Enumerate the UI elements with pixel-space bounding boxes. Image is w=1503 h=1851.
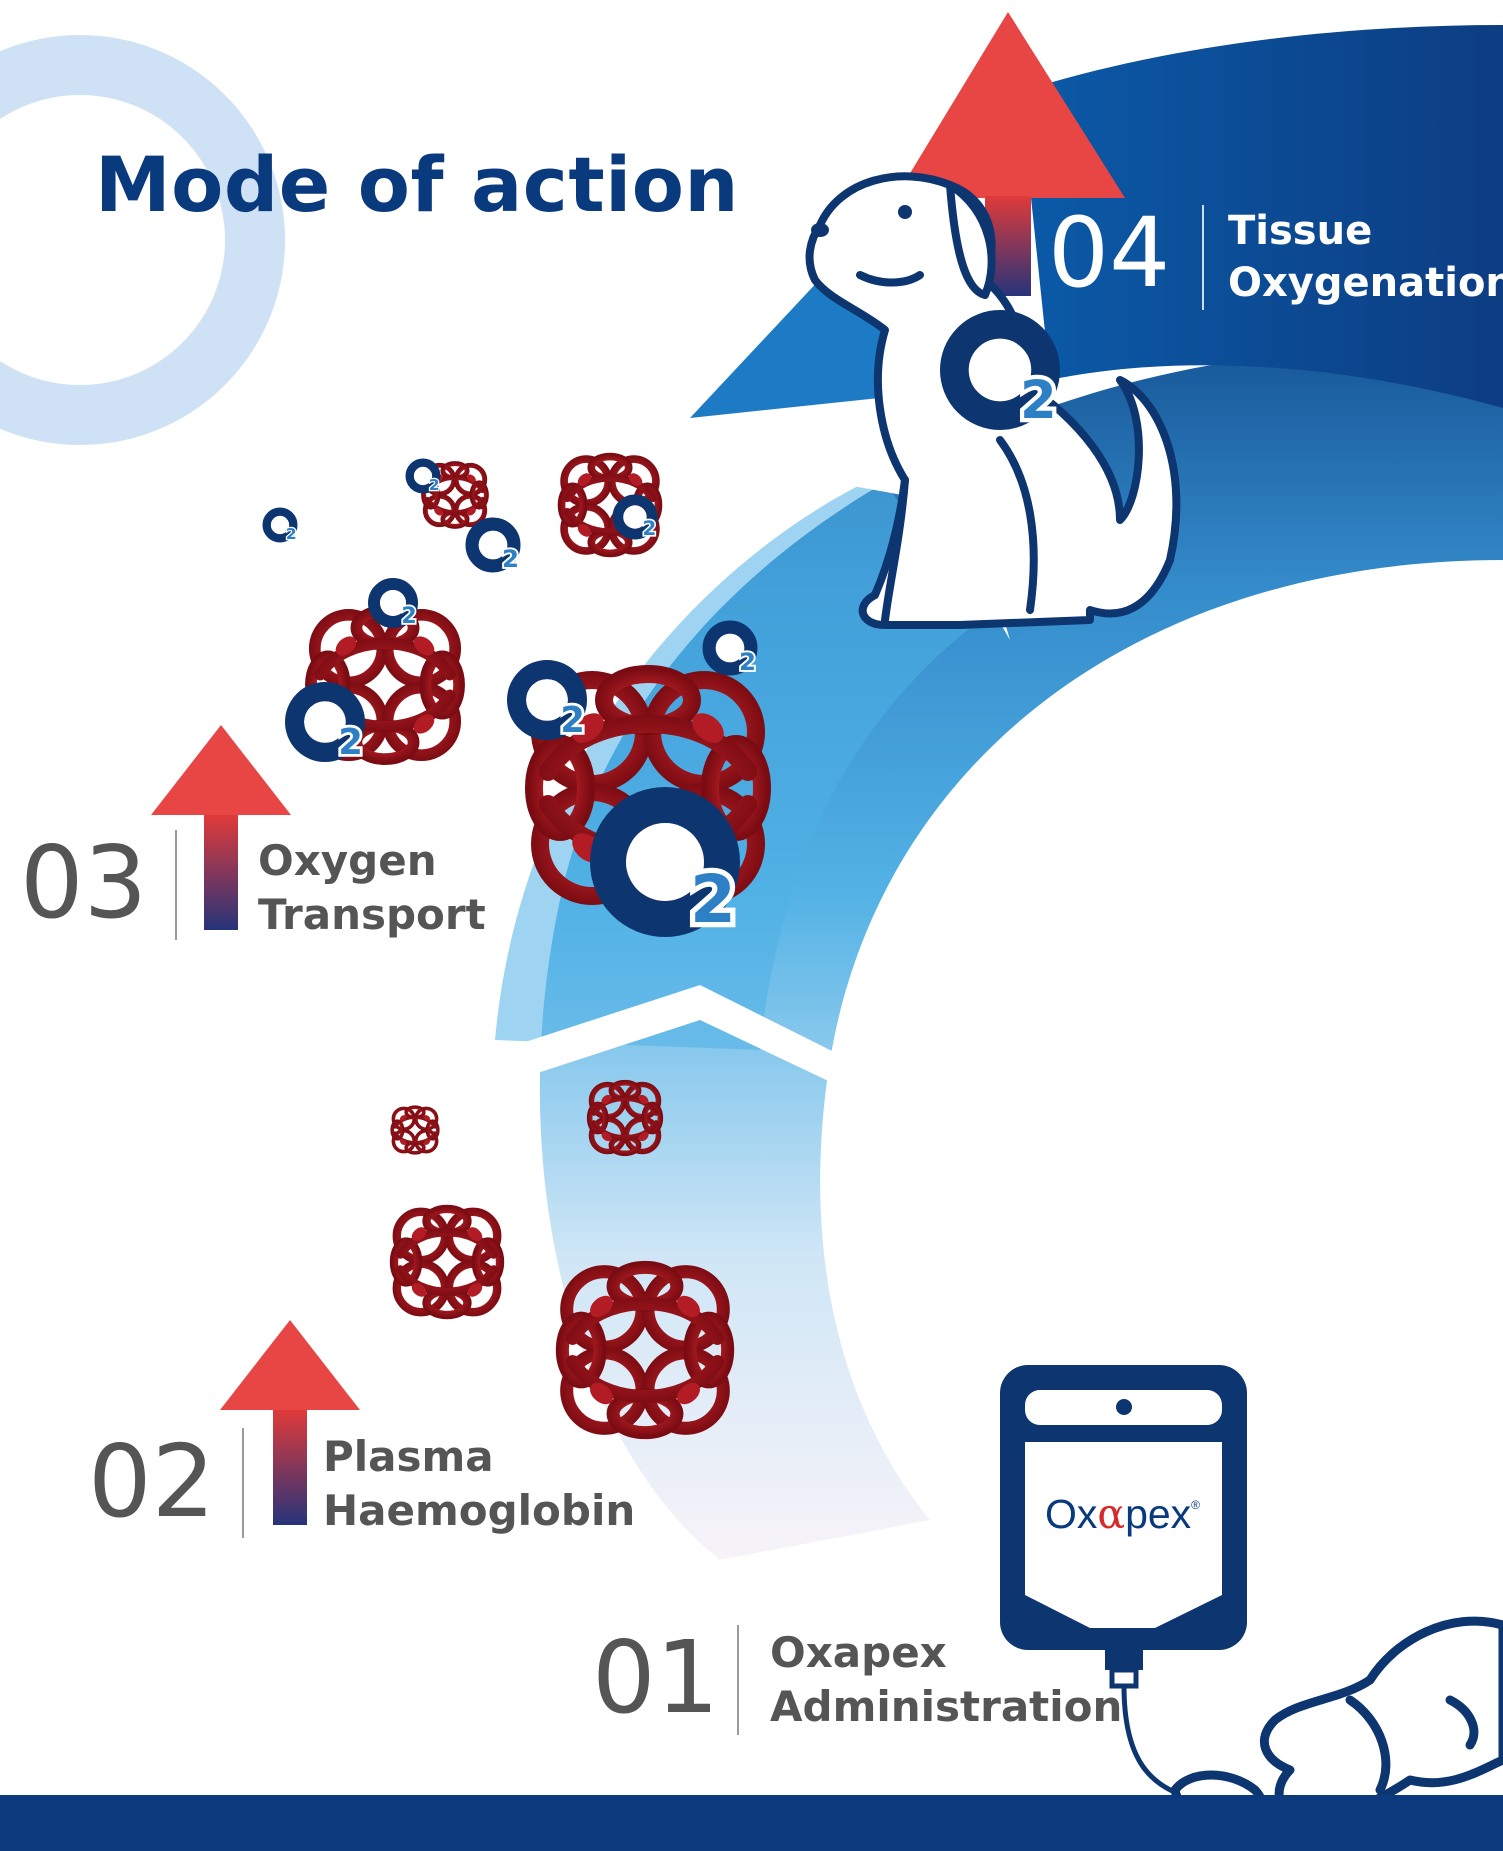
- step-label-line1: Plasma: [323, 1432, 494, 1481]
- registered-mark: ®: [1191, 1498, 1201, 1512]
- top-band: [1020, 25, 1503, 408]
- bg-circle-decoration: [0, 35, 285, 445]
- step-number: 01: [592, 1619, 720, 1736]
- o2-molecule-icon: [374, 584, 417, 629]
- product-logo: Oxαpex®: [1030, 1490, 1215, 1538]
- step-divider: [242, 1428, 244, 1538]
- product-prefix: Ox: [1044, 1491, 1098, 1537]
- step-label: Oxapex Administration: [770, 1626, 1122, 1734]
- haemoglobin-icon: [394, 1209, 500, 1315]
- chevron-divider-1: [470, 985, 900, 1115]
- step-number: 02: [88, 1423, 216, 1540]
- step-number: 03: [20, 824, 148, 941]
- bottom-bar: [0, 1795, 1503, 1851]
- step-label-line2: Oxygenation: [1228, 260, 1503, 306]
- step-number: 04: [1048, 197, 1171, 309]
- product-greek: α: [1097, 1490, 1126, 1538]
- step-divider: [737, 1625, 739, 1735]
- o2-molecule-icon: [618, 500, 656, 540]
- step-label-line2: Haemoglobin: [323, 1486, 636, 1535]
- step-label-line2: Transport: [258, 890, 486, 939]
- o2-molecule-icon: [295, 692, 363, 763]
- step-label-line2: Administration: [770, 1682, 1123, 1731]
- page-title: Mode of action: [95, 140, 740, 229]
- step-divider: [1202, 205, 1204, 310]
- step-label: Tissue Oxygenation: [1228, 205, 1503, 309]
- o2-molecule-icon: [267, 512, 297, 543]
- step-label-line1: Oxapex: [770, 1628, 947, 1677]
- o2-molecule-icon: [954, 324, 1056, 431]
- iv-bag-icon: [1000, 1365, 1247, 1803]
- o2-molecule-icon: [472, 524, 519, 573]
- o2-molecule-icon: [709, 627, 756, 676]
- step-label-line1: Oxygen: [258, 836, 437, 885]
- product-suffix: pex: [1125, 1491, 1192, 1537]
- step-label-line1: Tissue: [1228, 208, 1373, 254]
- haemoglobin-icon: [390, 1105, 440, 1155]
- o2-molecule-icon: [608, 805, 736, 938]
- o2-molecule-icon: [517, 670, 585, 741]
- lying-dog-icon: [1170, 1616, 1503, 1830]
- step-label: Oxygen Transport: [258, 834, 486, 942]
- step-label: Plasma Haemoglobin: [323, 1430, 635, 1538]
- o2-molecule-icon: [410, 463, 440, 494]
- step-divider: [175, 830, 177, 940]
